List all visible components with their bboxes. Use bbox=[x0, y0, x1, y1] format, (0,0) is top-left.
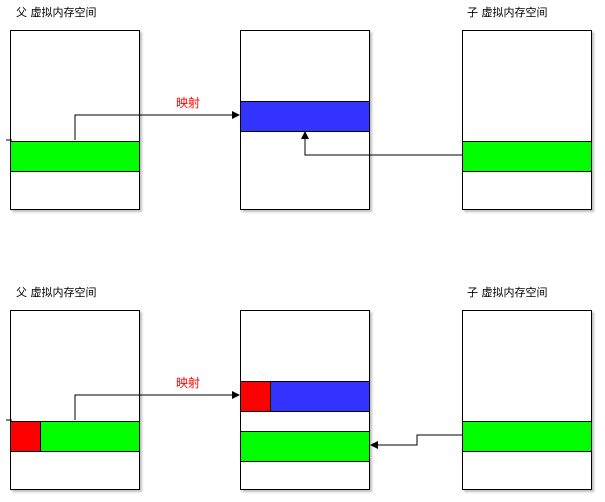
bottom-child-label: 子 虚拟内存空间 bbox=[467, 286, 548, 299]
top-parent-label: 父 虚拟内存空间 bbox=[16, 6, 97, 19]
bottom-child-green-block bbox=[462, 421, 592, 452]
bottom-physical-memory bbox=[240, 310, 370, 490]
top-map-label: 映射 bbox=[176, 96, 201, 110]
top-child-share-arrow bbox=[301, 131, 462, 156]
top-map-arrow bbox=[74, 111, 240, 140]
bottom-parent-red-block bbox=[10, 421, 41, 452]
bottom-map-arrow bbox=[74, 391, 240, 420]
bottom-child-memory bbox=[462, 310, 592, 490]
bottom-physical-green-block bbox=[240, 431, 370, 462]
bottom-parent-label: 父 虚拟内存空间 bbox=[16, 286, 97, 299]
top-child-label: 子 虚拟内存空间 bbox=[467, 6, 548, 19]
top-parent-green-block bbox=[10, 141, 140, 172]
top-child-memory bbox=[462, 30, 592, 210]
bottom-map-label: 映射 bbox=[176, 376, 201, 390]
bottom-child-copy-arrow bbox=[370, 434, 462, 449]
bottom-physical-red-block bbox=[240, 381, 271, 412]
top-physical-memory bbox=[240, 30, 370, 210]
top-child-green-block bbox=[462, 141, 592, 172]
